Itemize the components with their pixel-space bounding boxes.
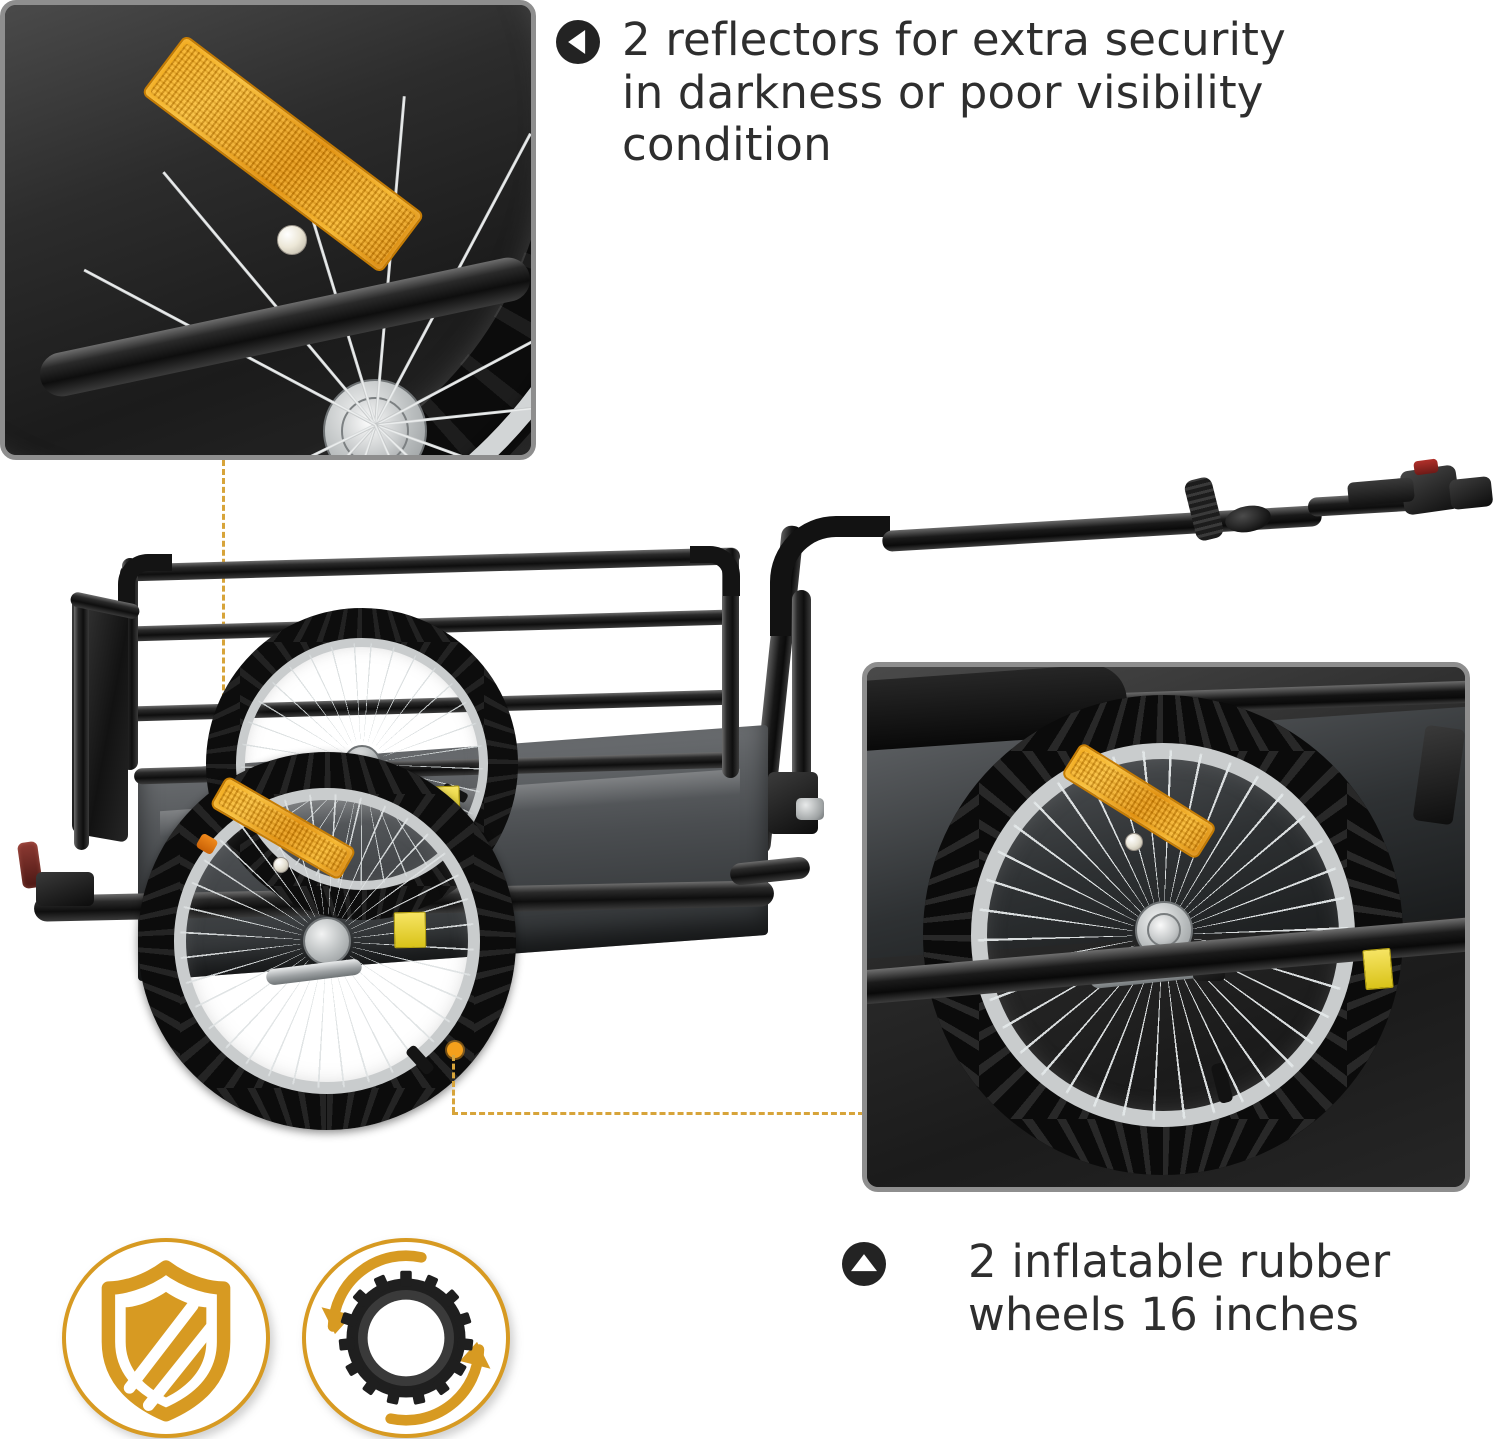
badge-rotating-tire (302, 1238, 510, 1438)
rear-post (74, 600, 89, 850)
wheel-closeup-panel (862, 662, 1470, 1192)
hub-flange-detail (1147, 913, 1181, 947)
wheel-connector-anchor (447, 1042, 463, 1058)
callout-reflectors: 2 reflectors for extra security in darkn… (556, 13, 1456, 172)
callout-reflectors-text: 2 reflectors for extra security in darkn… (622, 13, 1286, 172)
rear-hitch-bracket (36, 872, 94, 906)
reflector-mount-nut (277, 225, 307, 255)
reflector-nut-detail (1125, 833, 1143, 851)
badge-security-shield (62, 1238, 270, 1438)
rail-post-right (722, 548, 739, 778)
callout-wheels-text: 2 inflatable rubber wheels 16 inches (968, 1235, 1391, 1341)
callout-wheels: 2 inflatable rubber wheels 16 inches (842, 1235, 1482, 1341)
reflector-connector-line (222, 460, 225, 852)
hitch-clamp (1448, 475, 1494, 511)
wheel-connector-horizontal (452, 1112, 864, 1115)
shield-icon (66, 1242, 266, 1434)
chevron-up-icon (842, 1242, 886, 1286)
reflector-closeup-panel (0, 0, 536, 460)
rail-corner-left (118, 554, 172, 608)
hub-near (303, 917, 351, 965)
wheel-connector-vertical (452, 1055, 455, 1113)
chevron-left-icon (556, 20, 600, 64)
rim-sticker-near (393, 911, 427, 949)
tire-rotation-icon (306, 1242, 506, 1434)
reflector-nut-near (273, 857, 289, 873)
wheel-near (138, 752, 516, 1130)
rail-top (119, 547, 741, 582)
front-post (792, 590, 811, 822)
rim-sticker-detail (1362, 947, 1394, 991)
front-bracket-bolt (796, 798, 824, 820)
